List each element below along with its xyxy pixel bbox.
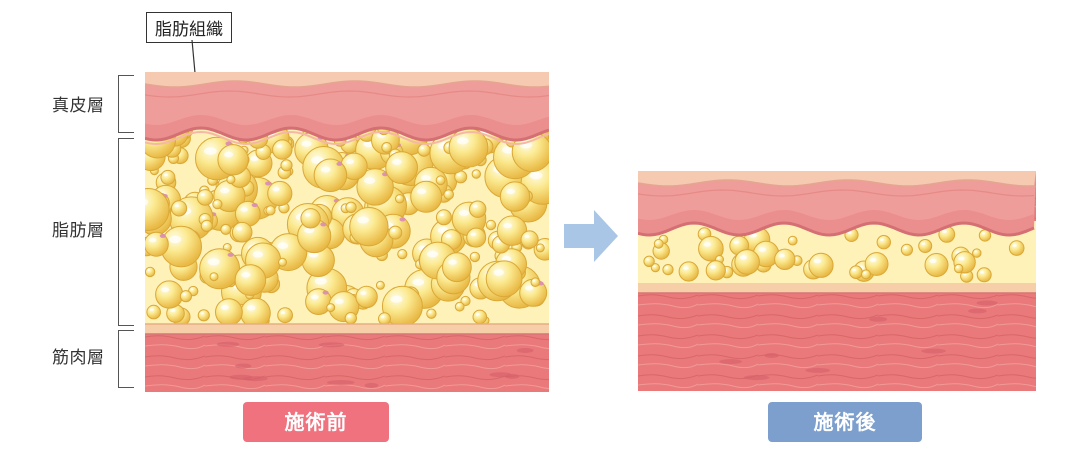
before-tissue-diagram: [145, 72, 549, 392]
right-arrow-icon: [564, 210, 618, 262]
fat-layer-label: 脂肪層: [52, 221, 105, 241]
muscle-label: 筋肉層: [52, 348, 105, 368]
dermis-label: 真皮層: [52, 96, 105, 116]
fat-tissue-callout: 脂肪組織: [146, 12, 232, 43]
dermis-bracket: [118, 75, 134, 133]
muscle-bracket: [118, 330, 134, 388]
after-tissue-diagram: [638, 171, 1036, 391]
after-badge: 施術後: [768, 402, 922, 442]
before-badge: 施術前: [243, 402, 389, 442]
fat-layer-bracket: [118, 138, 134, 326]
